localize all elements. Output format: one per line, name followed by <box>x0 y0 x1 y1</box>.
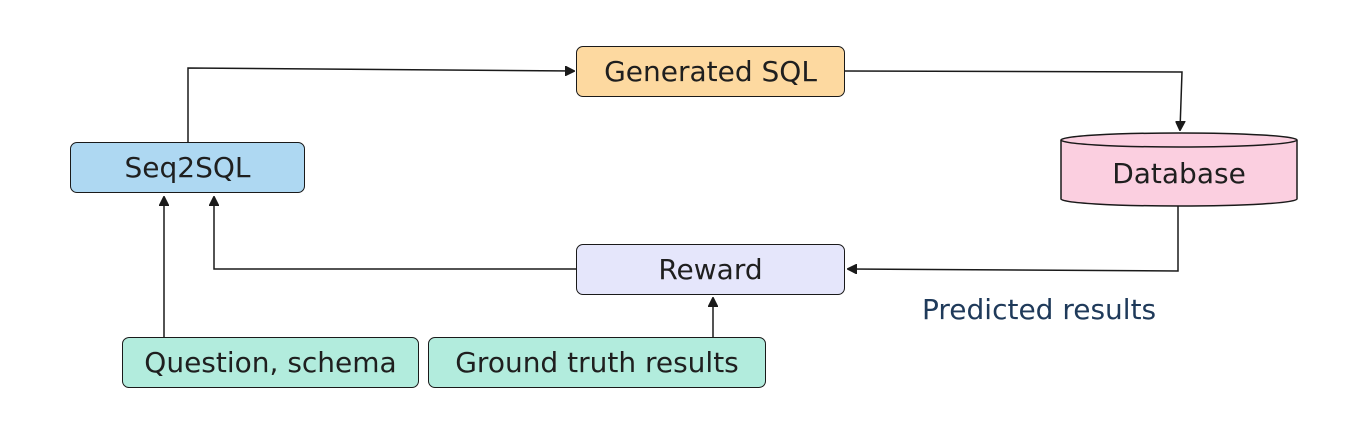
question-schema-node: Question, schema <box>122 337 419 388</box>
database-body <box>1060 140 1298 207</box>
ground-truth-node: Ground truth results <box>428 337 766 388</box>
predicted-results-label: Predicted results <box>922 293 1157 326</box>
database-label: Database <box>1112 156 1246 190</box>
reward-node: Reward <box>576 244 845 295</box>
database-cylinder <box>1060 132 1298 207</box>
edge-seq2sql-to-generated-sql <box>187 68 574 142</box>
database-top <box>1060 132 1298 148</box>
edge-reward-to-seq2sql <box>214 197 576 270</box>
edge-database-to-reward <box>848 206 1179 271</box>
seq2sql-node: Seq2SQL <box>70 142 305 193</box>
generated-sql-node: Generated SQL <box>576 46 845 97</box>
edge-generated-sql-to-database <box>844 70 1182 130</box>
